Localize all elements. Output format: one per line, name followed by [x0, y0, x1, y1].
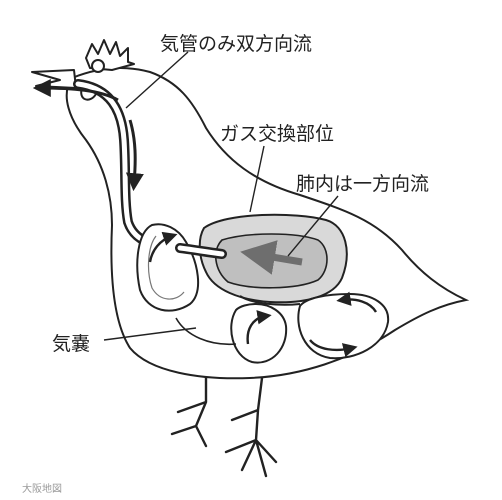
label-lung: 肺内は一方向流 [296, 173, 429, 195]
posterior-air-sac-1-arrow [246, 310, 272, 345]
posterior-air-sac-2-arrow-b [336, 291, 378, 313]
bronchus-inner [177, 245, 225, 257]
posterior-air-sac-1 [230, 302, 288, 364]
credit: 大阪地図 [22, 482, 62, 495]
lung-flow-arrow [240, 240, 303, 275]
leader-air-sac [103, 327, 197, 341]
anterior-air-sac-arrow [148, 231, 178, 263]
trachea-flow-in-arrow [125, 119, 144, 192]
posterior-sac-connector [239, 295, 301, 306]
trachea-flow-out-arrow [32, 79, 119, 102]
anterior-air-sac-inner [147, 235, 185, 300]
posterior-air-sac-2-arrow-a [309, 339, 358, 358]
left-leg [170, 376, 208, 448]
posterior-air-sac-2 [297, 292, 390, 360]
eye [91, 59, 105, 73]
abdominal-air-sac [175, 317, 237, 346]
label-air-sac: 気嚢 [52, 333, 90, 355]
label-gas-exchange: ガス交換部位 [220, 123, 334, 145]
beak [31, 69, 77, 89]
leader-trachea [125, 51, 189, 109]
lung-inner-chamber [215, 233, 328, 289]
right-leg [224, 376, 278, 478]
leader-gas-exchange [249, 145, 265, 213]
leader-lung [287, 195, 339, 257]
label-trachea: 気管のみ双方向流 [160, 33, 312, 55]
